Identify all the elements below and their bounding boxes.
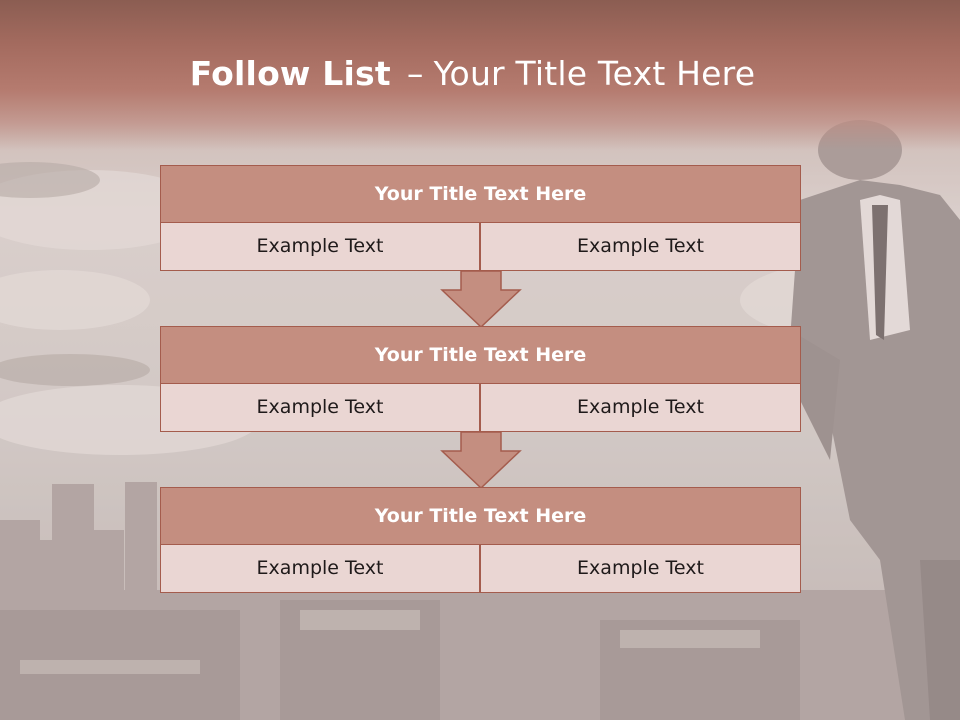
step-right-text: Example Text [577, 396, 704, 418]
title-bar: Follow List–Your Title Text Here [0, 0, 960, 150]
step-right-text: Example Text [577, 235, 704, 257]
step-title: Your Title Text Here [374, 344, 587, 366]
title-dash: – [406, 54, 424, 93]
down-arrow-icon [440, 431, 522, 490]
step-box-1: Your Title Text Here Example Text Exampl… [160, 165, 801, 271]
step-left-text: Example Text [256, 557, 384, 579]
step-right-cell: Example Text [480, 222, 801, 271]
step-title-cell: Your Title Text Here [160, 165, 801, 223]
step-left-text: Example Text [256, 396, 384, 418]
step-title: Your Title Text Here [374, 505, 587, 527]
step-title-cell: Your Title Text Here [160, 326, 801, 384]
step-left-cell: Example Text [160, 222, 480, 271]
step-right-cell: Example Text [480, 383, 801, 432]
title-bold-part: Follow List [189, 54, 391, 93]
step-left-text: Example Text [256, 235, 384, 257]
step-right-text: Example Text [577, 557, 704, 579]
step-left-cell: Example Text [160, 544, 480, 593]
step-right-cell: Example Text [480, 544, 801, 593]
step-title: Your Title Text Here [374, 183, 587, 205]
title-rest: Your Title Text Here [433, 54, 756, 93]
step-left-cell: Example Text [160, 383, 480, 432]
slide-title: Follow List–Your Title Text Here [0, 54, 945, 93]
step-title-cell: Your Title Text Here [160, 487, 801, 545]
step-box-2: Your Title Text Here Example Text Exampl… [160, 326, 801, 432]
down-arrow-icon [440, 270, 522, 329]
step-box-3: Your Title Text Here Example Text Exampl… [160, 487, 801, 593]
